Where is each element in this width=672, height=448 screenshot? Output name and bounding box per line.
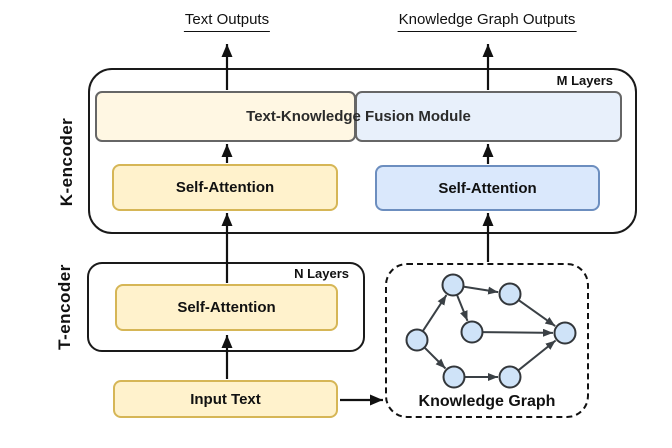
t-encoder-side-label: T-encoder [55,264,74,350]
self-attention-kg-block: Self-Attention [375,165,600,211]
text-outputs-label: Text Outputs [183,11,271,32]
n-layers-badge: N Layers [294,266,349,281]
k-encoder-side-label: K-encoder [57,117,76,207]
k-encoder-box: M Layers [88,68,637,234]
self-attention-text-block: Self-Attention [112,164,338,211]
m-layers-badge: M Layers [556,73,613,88]
knowledge-graph-outputs-label: Knowledge Graph Outputs [397,11,577,32]
fusion-module-label: Text-Knowledge Fusion Module [246,108,471,125]
knowledge-graph-box: Knowledge Graph [385,263,589,418]
input-text-block: Input Text [113,380,338,418]
fusion-module-text-half [95,91,356,142]
fusion-module-kg-half [355,91,622,142]
knowledge-graph-label: Knowledge Graph [418,393,556,410]
fusion-module: Text-Knowledge Fusion Module [95,91,622,142]
self-attention-tencoder-block: Self-Attention [115,284,338,331]
